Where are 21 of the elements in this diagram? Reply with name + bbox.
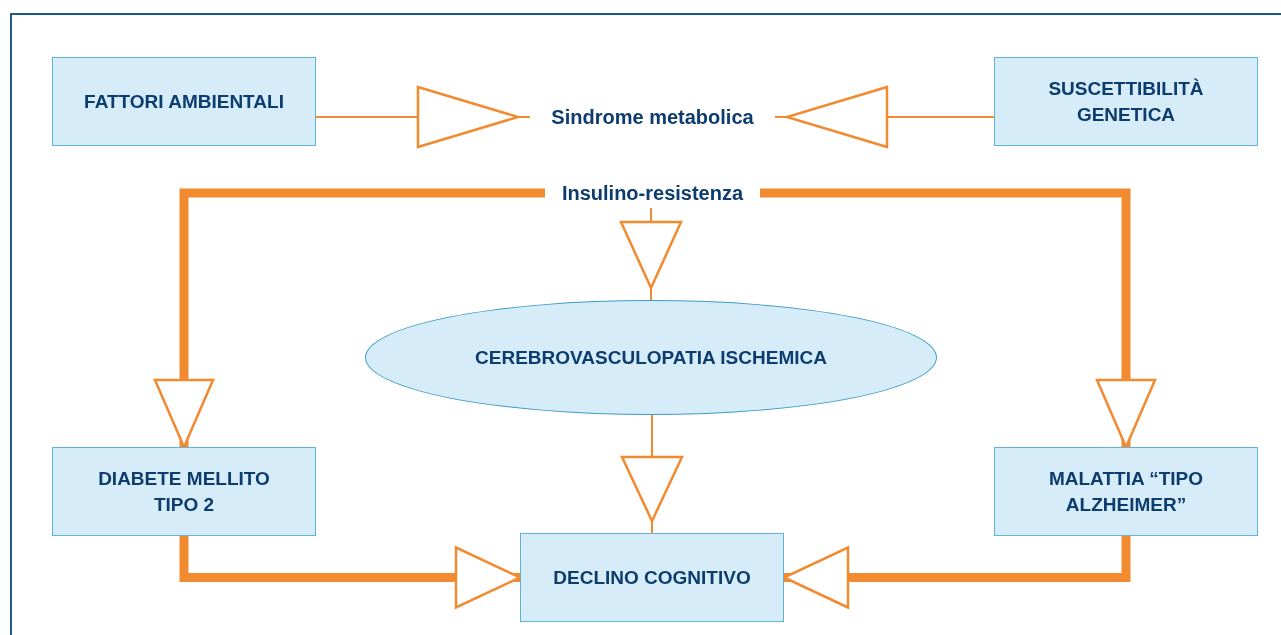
node-text: DIABETE MELLITO TIPO 2: [97, 466, 271, 517]
process-box: [52, 447, 316, 536]
node-label: Insulino-resistenza: [561, 180, 744, 206]
node-text: SUSCETTIBILITÀ GENETICA: [1047, 76, 1205, 127]
arrow: [760, 188, 1157, 449]
node-text: DECLINO COGNITIVO: [553, 565, 751, 590]
arrow: [315, 85, 531, 149]
node-text: CEREBROVASCULOPATIA ISCHEMICA: [475, 345, 827, 370]
process-box: [52, 57, 316, 146]
node-text: FATTORI AMBIENTALI: [84, 89, 284, 114]
arrow: [782, 536, 1131, 609]
arrow: [153, 188, 545, 449]
process-box: [994, 447, 1258, 536]
arrow: [620, 414, 684, 534]
process-box: [520, 533, 784, 622]
node-label: Sindrome metabolica: [551, 104, 754, 130]
arrow: [619, 207, 683, 301]
node-text: MALATTIA “TIPO ALZHEIMER”: [1047, 466, 1205, 517]
arrow: [179, 536, 522, 609]
arrow: [774, 85, 995, 149]
process-box: [994, 57, 1258, 146]
